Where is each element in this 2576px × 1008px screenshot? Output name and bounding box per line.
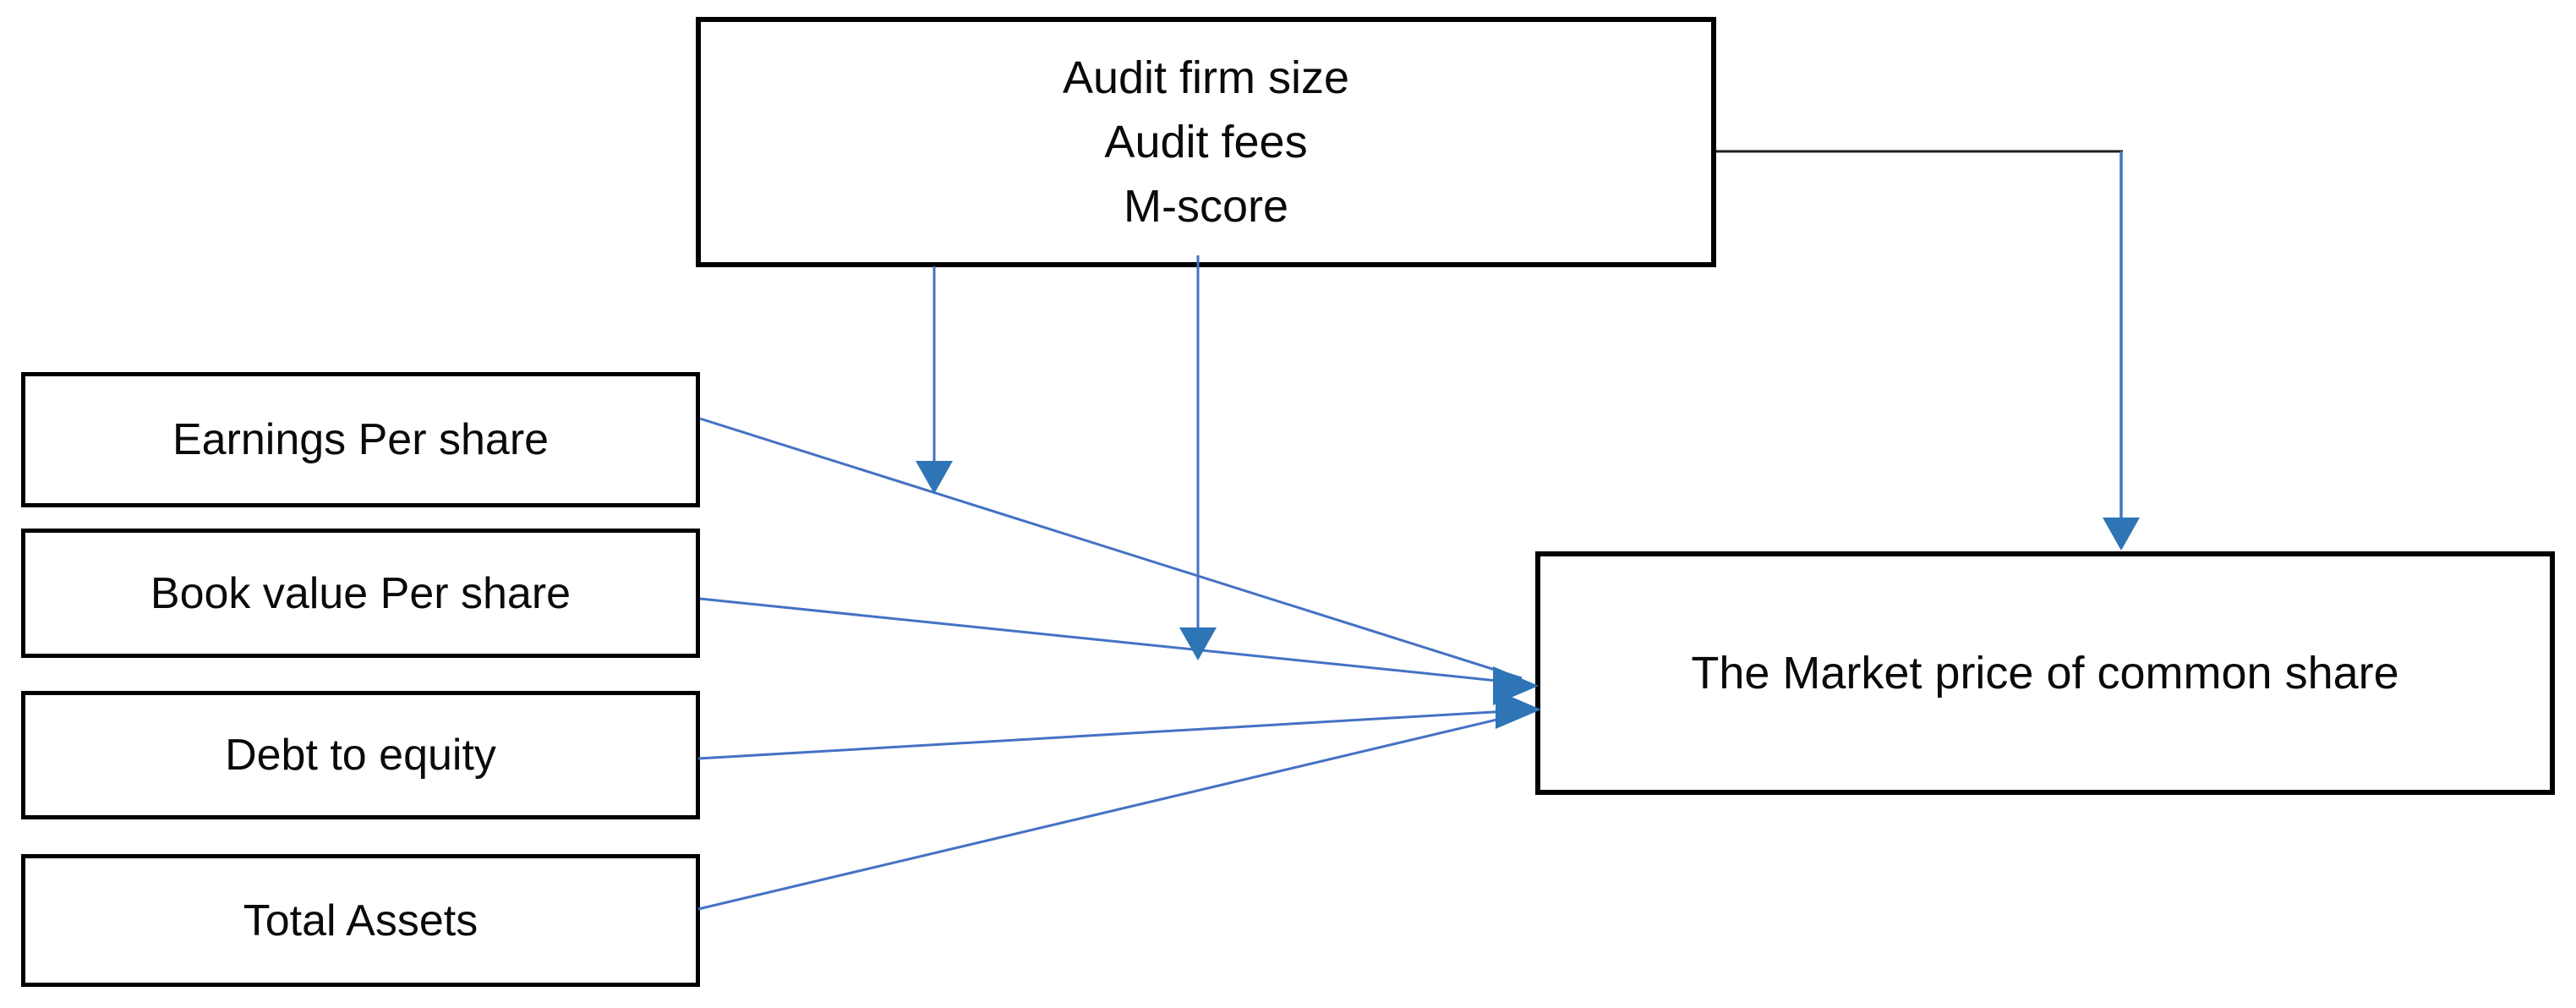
arrow-line-dte-to-market	[697, 709, 1523, 760]
elbow-connector-head	[2103, 518, 2140, 551]
arrow-line-ta-to-market	[697, 712, 1523, 911]
earnings-per-share-box: Earnings Per share	[21, 372, 700, 507]
book-value-per-share-box: Book value Per share	[21, 529, 700, 658]
book-value-per-share-label: Book value Per share	[150, 568, 572, 618]
moderators-box: Audit firm size Audit fees M-score	[696, 17, 1716, 267]
moderator-label-m-score: M-score	[1123, 181, 1288, 232]
moderator-arrow-1-head	[916, 461, 953, 494]
moderator-arrow-2-head	[1179, 627, 1217, 660]
moderator-label-audit-fees: Audit fees	[1104, 117, 1308, 167]
total-assets-label: Total Assets	[243, 896, 479, 945]
debt-to-equity-label: Debt to equity	[225, 731, 496, 780]
debt-to-equity-box: Debt to equity	[21, 691, 700, 819]
arrowhead-lower-cluster	[1496, 690, 1541, 729]
arrowhead-upper-cluster	[1493, 666, 1539, 705]
arrow-line-eps-to-market	[699, 417, 1523, 680]
market-price-box: The Market price of common share	[1535, 551, 2555, 795]
arrow-line-bvps-to-market	[699, 597, 1523, 685]
moderator-label-audit-firm-size: Audit firm size	[1062, 52, 1350, 103]
earnings-per-share-label: Earnings Per share	[172, 415, 550, 464]
total-assets-box: Total Assets	[21, 854, 700, 987]
market-price-label: The Market price of common share	[1691, 648, 2399, 698]
